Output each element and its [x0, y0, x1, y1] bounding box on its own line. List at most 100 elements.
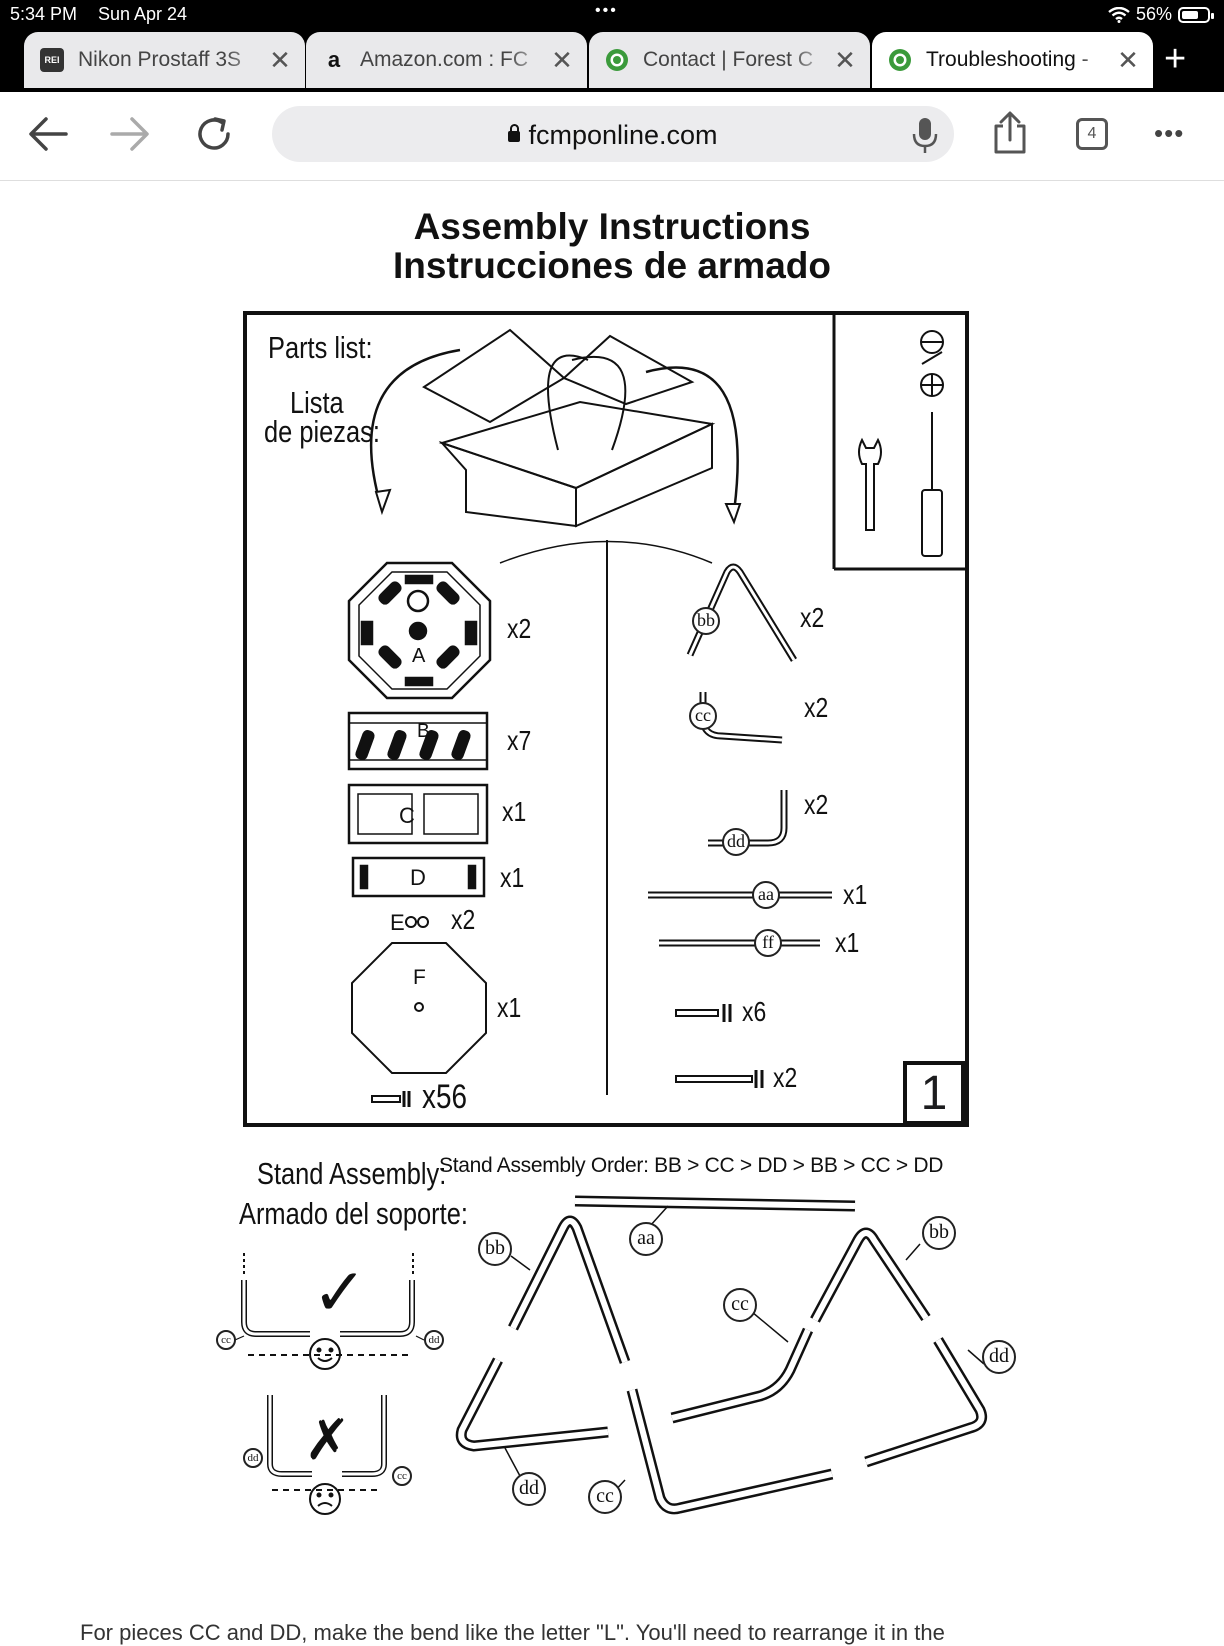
part-d-letter: D [410, 865, 426, 890]
part-d-panel [351, 856, 486, 898]
tab-nikon[interactable]: REI Nikon Prostaff 3S ✕ [24, 32, 305, 88]
tools-compartment [832, 313, 966, 571]
tab-switcher-button[interactable]: 4 [1076, 118, 1108, 150]
forward-arrow-icon [110, 117, 149, 151]
correct-orientation-diagram [234, 1253, 425, 1370]
bolt-medium-qty: x6 [742, 996, 767, 1027]
part-e-connector [405, 916, 429, 928]
bolt-medium-icon [675, 1004, 732, 1022]
lock-icon [508, 124, 521, 142]
tube-cc-qty: x2 [804, 692, 829, 723]
tube-aa-qty: x1 [843, 879, 868, 910]
reload-button[interactable] [190, 110, 238, 158]
tube-dd [708, 790, 788, 847]
status-date: Sun Apr 24 [98, 4, 188, 24]
parts-list-panel [243, 311, 969, 1127]
battery-percent: 56% [1135, 4, 1172, 24]
share-icon[interactable] [990, 110, 1030, 156]
close-tab-icon[interactable]: ✕ [269, 44, 291, 75]
mini-dd-correct-label: dd [424, 1330, 444, 1350]
site-icon [605, 48, 629, 72]
tab-title: Amazon.com : FC [360, 48, 529, 71]
tab-troubleshooting[interactable]: Troubleshooting - ✕ [872, 32, 1153, 88]
tab-title: Troubleshooting - [926, 48, 1089, 71]
part-f-letter: F [413, 966, 426, 989]
diagram-bb-right-label: bb [922, 1216, 956, 1250]
stand-assembly-label: Stand Assembly: [257, 1156, 447, 1191]
open-box-icon [369, 328, 742, 528]
part-b-panel [347, 711, 489, 771]
small-bolt-icon [371, 1091, 411, 1107]
wrong-x-icon: ✗ [304, 1408, 351, 1473]
battery-icon [1178, 6, 1214, 23]
part-f-qty: x1 [497, 992, 522, 1023]
stand-diagram [455, 1195, 988, 1515]
stand-assembly-order: Stand Assembly Order: BB > CC > DD > BB … [439, 1154, 944, 1177]
parts-list-label-es-1: Lista [290, 385, 344, 420]
new-tab-plus-icon[interactable]: + [1164, 38, 1187, 80]
stand-assembly-label-es: Armado del soporte: [239, 1196, 468, 1231]
diagram-bb-left-label: bb [478, 1232, 512, 1266]
small-bolt-qty: x56 [422, 1078, 467, 1116]
tube-ff-label: ff [754, 929, 782, 957]
url-text: fcmponline.com [528, 120, 718, 150]
part-b-letter: B [417, 721, 430, 742]
mini-cc-correct-label: cc [216, 1330, 236, 1350]
tube-bb-qty: x2 [800, 602, 825, 633]
back-button[interactable] [24, 110, 72, 158]
step-number: 1 [903, 1061, 965, 1125]
close-tab-icon[interactable]: ✕ [834, 44, 856, 75]
tab-contact[interactable]: Contact | Forest C ✕ [589, 32, 870, 88]
part-e-qty: x2 [451, 904, 476, 935]
microphone-icon[interactable] [908, 116, 942, 156]
tab-title: Nikon Prostaff 3S [78, 48, 242, 71]
wifi-icon [1108, 6, 1130, 23]
more-options-icon[interactable]: ••• [1154, 118, 1185, 148]
correct-check-icon: ✓ [312, 1254, 368, 1331]
part-a-qty: x2 [507, 613, 532, 644]
doc-title-en: Assembly Instructions [413, 206, 811, 247]
tube-dd-label: dd [722, 828, 750, 856]
multitasking-dots-icon[interactable]: ••• [595, 2, 618, 19]
tube-ff-qty: x1 [835, 927, 860, 958]
wrong-orientation-diagram [267, 1395, 387, 1515]
site-icon [888, 48, 912, 72]
address-bar[interactable]: fcmponline.com [272, 106, 954, 162]
part-d-qty: x1 [500, 862, 525, 893]
diagram-dd-right-label: dd [982, 1340, 1016, 1374]
mini-cc-wrong-label: cc [392, 1466, 412, 1486]
part-c-letter: C [399, 803, 415, 828]
part-f-octagon [351, 942, 487, 1074]
tube-dd-qty: x2 [804, 789, 829, 820]
back-arrow-icon [29, 117, 68, 151]
parts-list-label: Parts list: [268, 330, 373, 365]
close-tab-icon[interactable]: ✕ [551, 44, 573, 75]
part-c-panel [347, 783, 489, 845]
reload-icon [198, 117, 230, 150]
diagram-aa-label: aa [629, 1222, 663, 1256]
part-b-qty: x7 [507, 725, 532, 756]
tube-bb [686, 563, 797, 662]
tube-cc-label: cc [689, 702, 717, 730]
close-tab-icon[interactable]: ✕ [1117, 44, 1139, 75]
diagram-cc-lower-label: cc [588, 1480, 622, 1514]
tab-amazon[interactable]: a Amazon.com : FC ✕ [306, 32, 587, 88]
part-a-letter: A [412, 645, 426, 667]
tube-aa-label: aa [752, 881, 780, 909]
rei-icon: REI [40, 48, 64, 72]
tube-bb-label: bb [692, 607, 720, 635]
status-time: 5:34 PM [10, 4, 78, 24]
parts-list-label-es-2: de piezas: [264, 414, 380, 449]
forward-button[interactable] [106, 110, 154, 158]
status-bar: 5:34 PM Sun Apr 24 ••• 56% [0, 0, 1224, 30]
bolt-long-qty: x2 [773, 1062, 798, 1093]
amazon-icon: a [327, 47, 341, 72]
part-c-qty: x1 [502, 796, 527, 827]
instruction-text: For pieces CC and DD, make the bend like… [80, 1620, 945, 1645]
diagram-cc-upper-label: cc [723, 1288, 757, 1322]
part-a-octagon [347, 561, 492, 700]
doc-title-es: Instrucciones de armado [393, 245, 831, 286]
mini-dd-wrong-label: dd [243, 1448, 263, 1468]
part-e-letter: E [390, 910, 405, 935]
